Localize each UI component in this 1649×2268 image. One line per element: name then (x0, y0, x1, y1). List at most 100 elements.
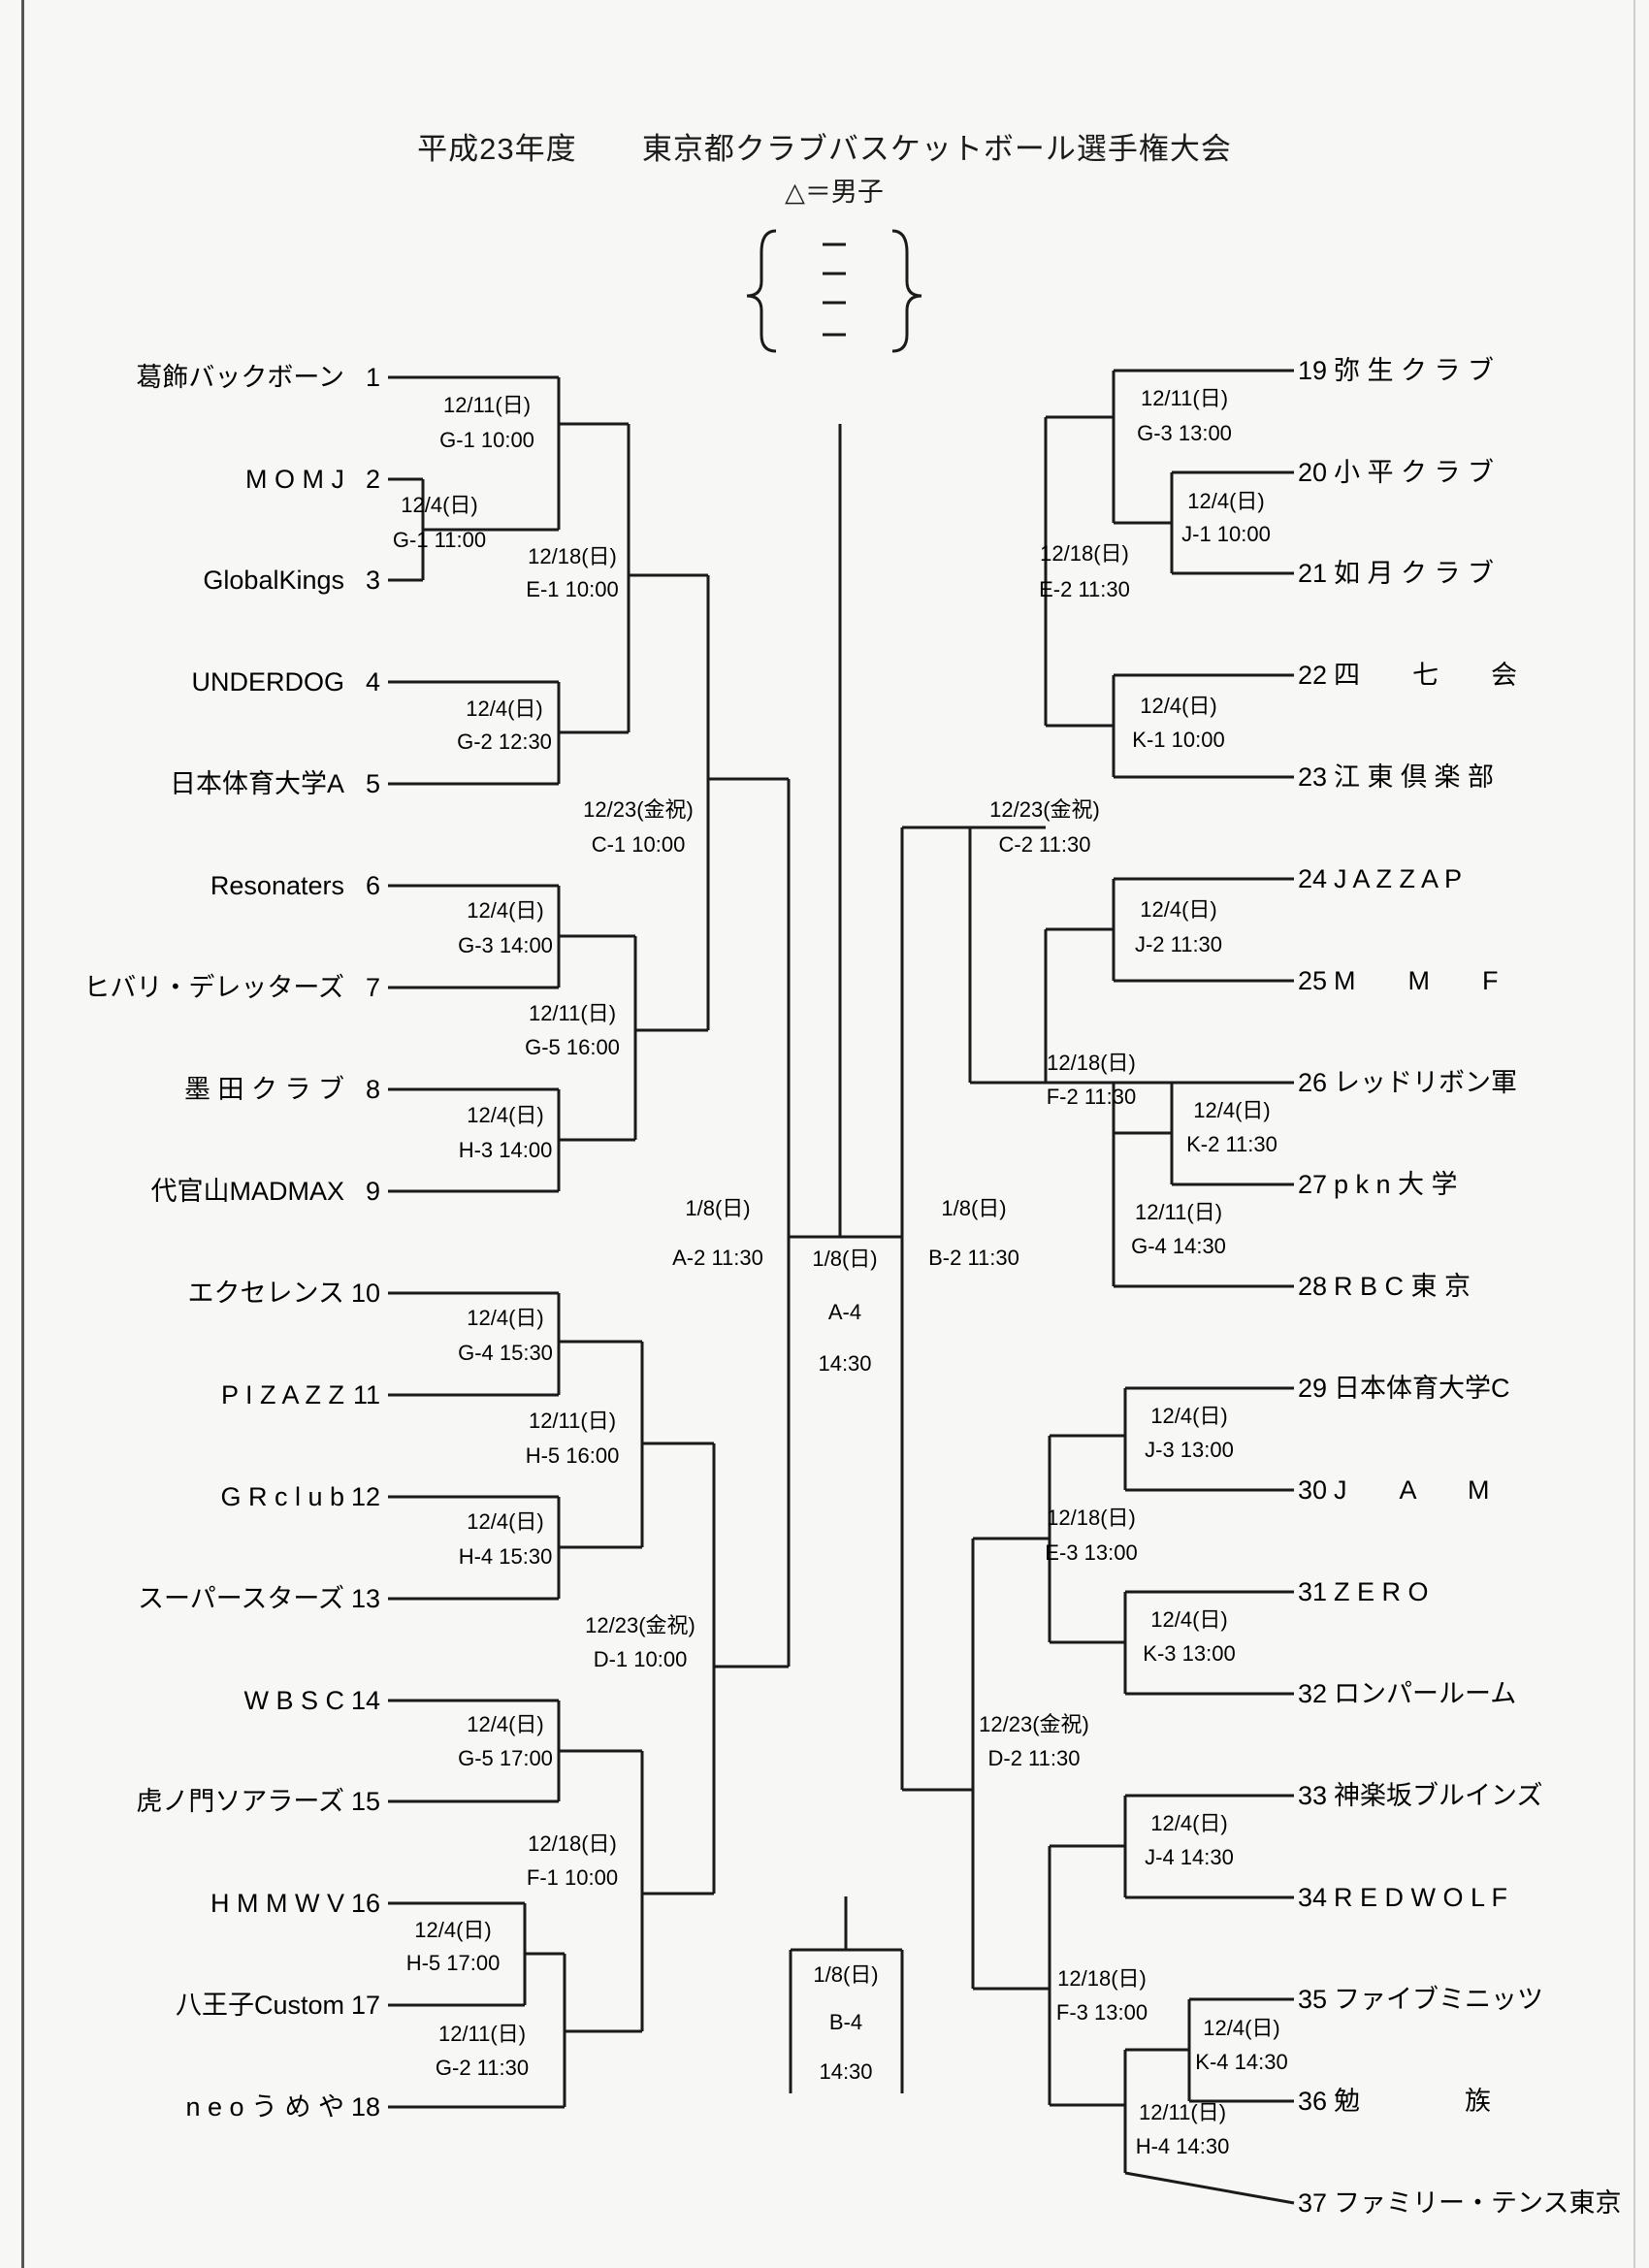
right-team-name: Z E R O (1334, 1577, 1429, 1606)
match-date: 12/11(日) (438, 2022, 526, 2046)
final-code: A-4 (828, 1300, 861, 1324)
match-date: 12/4(日) (467, 1103, 543, 1127)
match-date: 12/23(金祝) (989, 797, 1100, 822)
match-date: 12/4(日) (1140, 897, 1216, 922)
right-team-name: 勉 族 (1334, 2087, 1491, 2116)
left-team-name: Resonaters (210, 871, 344, 900)
match-code: K-1 10:00 (1132, 728, 1224, 752)
match-date: 12/18(日) (1040, 541, 1129, 566)
legend-brace-left (746, 229, 777, 353)
match-date: 12/4(日) (467, 1712, 543, 1736)
left-team-name: G R c l u b (220, 1482, 344, 1511)
right-team-name: 江 東 倶 楽 部 (1334, 762, 1494, 792)
left-team-name: エクセレンス (188, 1279, 344, 1308)
right-team-number: 20 (1298, 458, 1327, 487)
match-date: 12/4(日) (467, 898, 543, 923)
match-date: 12/11(日) (529, 1001, 616, 1025)
right-team-number: 37 (1298, 2188, 1327, 2218)
match-code: E-3 13:00 (1045, 1540, 1137, 1565)
title-name: 東京都クラブバスケットボール選手権大会 (641, 132, 1232, 166)
match-code: E-2 11:30 (1039, 577, 1130, 601)
right-team-number: 28 (1298, 1272, 1327, 1301)
match-code: G-1 11:00 (393, 528, 486, 552)
match-code: H-4 14:30 (1136, 2134, 1230, 2158)
right-team-number: 35 (1298, 1985, 1327, 2014)
left-team-number: 4 (366, 667, 380, 697)
left-team-number: 1 (366, 363, 380, 392)
match-code: J-1 10:00 (1181, 522, 1271, 546)
left-team-number: 3 (366, 566, 380, 595)
left-team-name: H M M W V (210, 1889, 344, 1918)
right-team-number: 36 (1298, 2087, 1327, 2116)
left-team-number: 9 (366, 1177, 380, 1206)
right-team-name: 如 月 ク ラ ブ (1334, 559, 1494, 588)
right-team-name: J A Z Z A P (1334, 864, 1462, 893)
left-team-name: 墨 田 ク ラ ブ (184, 1075, 344, 1104)
left-team-name: 日本体育大学A (170, 769, 344, 798)
match-code: D-1 10:00 (594, 1647, 688, 1671)
match-date: 12/23(金祝) (583, 797, 694, 822)
right-team-name: 四 七 会 (1334, 661, 1517, 690)
match-date: 12/23(金祝) (585, 1613, 695, 1637)
match-code: E-1 10:00 (526, 577, 618, 601)
right-team-name: R B C 東 京 (1334, 1272, 1471, 1301)
scan-edge-right (1633, 0, 1635, 2268)
right-team-name: ファミリー・テンス東京 (1334, 2188, 1621, 2218)
right-team-number: 30 (1298, 1475, 1327, 1505)
match-date: 12/4(日) (414, 1918, 491, 1942)
left-team-name: UNDERDOG (191, 667, 344, 697)
match-date: 12/4(日) (1150, 1404, 1227, 1428)
left-team-number: 5 (366, 769, 380, 798)
match-date: 12/18(日) (1057, 1966, 1147, 1991)
match-code: H-5 17:00 (406, 1951, 501, 1975)
right-team-name: J A M (1334, 1475, 1490, 1505)
legend-label: △＝男子 (785, 178, 884, 207)
match-date: 12/4(日) (1150, 1607, 1227, 1632)
match-code: G-4 14:30 (1131, 1234, 1226, 1258)
match-code: G-4 15:30 (458, 1341, 553, 1365)
left-team-number: 2 (366, 465, 380, 494)
match-date: 12/23(金祝) (979, 1712, 1089, 1736)
third-place-date: 1/8(日) (813, 1962, 878, 1987)
match-date: 12/18(日) (528, 1831, 617, 1856)
left-team-number: 17 (351, 1991, 380, 2020)
match-date: 12/18(日) (1047, 1051, 1136, 1075)
right-team-name: ロンパールーム (1334, 1679, 1516, 1708)
match-date: 12/4(日) (1193, 1098, 1270, 1122)
match-date: 12/11(日) (1135, 1200, 1222, 1224)
match-code: B-2 11:30 (928, 1246, 1019, 1270)
right-team-number: 31 (1298, 1577, 1327, 1606)
match-code: F-3 13:00 (1056, 2000, 1148, 2025)
scan-edge-left (21, 0, 24, 2268)
match-date: 12/4(日) (1140, 694, 1216, 718)
left-team-number: 14 (351, 1686, 380, 1715)
right-team-number: 21 (1298, 559, 1327, 588)
right-team-name: 小 平 ク ラ ブ (1334, 458, 1494, 487)
right-team-number: 19 (1298, 356, 1327, 385)
match-date: 12/4(日) (466, 697, 542, 721)
left-team-number: 13 (351, 1584, 380, 1613)
match-code: J-4 14:30 (1145, 1845, 1234, 1869)
left-team-name: スーパースターズ (138, 1584, 344, 1613)
page-title: 平成23年度 東京都クラブバスケットボール選手権大会 (0, 124, 1649, 168)
match-code: G-3 13:00 (1137, 421, 1232, 445)
left-team-number: 11 (353, 1380, 380, 1409)
match-code: K-3 13:00 (1143, 1641, 1235, 1666)
match-code: C-2 11:30 (999, 832, 1091, 857)
match-code: H-3 14:00 (459, 1138, 553, 1162)
match-date: 12/4(日) (1150, 1811, 1227, 1835)
match-date: 12/18(日) (528, 544, 617, 568)
right-team-number: 33 (1298, 1781, 1327, 1810)
right-team-number: 23 (1298, 762, 1327, 792)
match-code: G-3 14:00 (458, 933, 553, 957)
match-code: J-3 13:00 (1145, 1438, 1234, 1462)
match-date: 12/4(日) (1187, 489, 1264, 513)
left-team-number: 16 (351, 1889, 380, 1918)
left-team-number: 10 (351, 1279, 380, 1308)
left-team-number: 6 (366, 871, 380, 900)
match-date: 12/4(日) (467, 1509, 543, 1534)
match-code: G-5 17:00 (458, 1746, 553, 1770)
right-team-number: 29 (1298, 1374, 1327, 1403)
match-code: F-1 10:00 (527, 1865, 618, 1890)
